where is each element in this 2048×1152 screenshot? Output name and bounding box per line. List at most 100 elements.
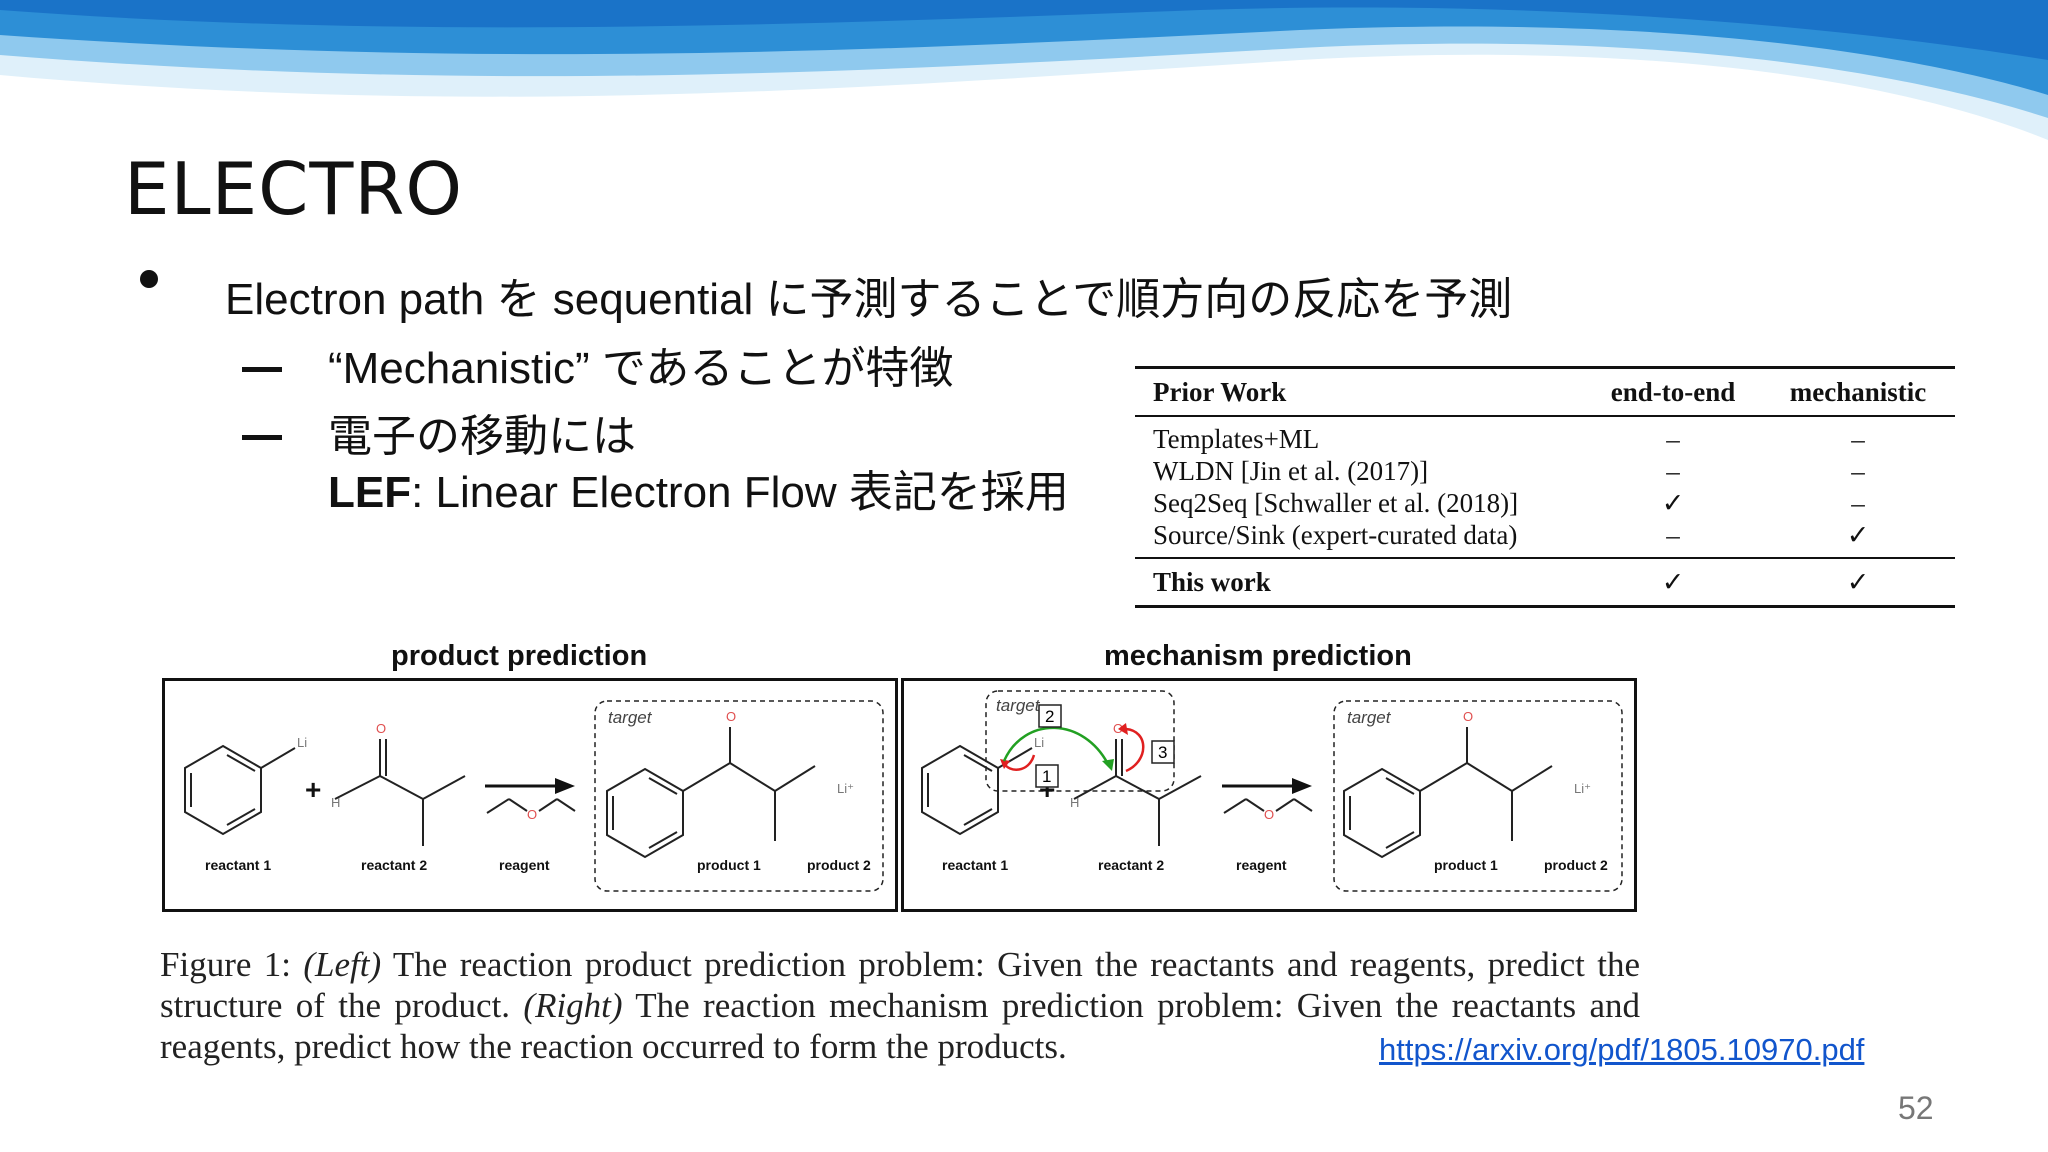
product-molecule — [1343, 727, 1553, 859]
label-reactant-1: reactant 1 — [942, 857, 1009, 873]
product-molecule — [606, 727, 816, 859]
label-product-2: product 2 — [807, 857, 871, 873]
benzene-ring-reactant — [184, 744, 296, 836]
step-3-box — [1151, 740, 1175, 764]
lef-rest: : Linear Electron Flow 表記を採用 — [411, 468, 1069, 517]
table-header-rule — [1135, 415, 1955, 417]
sub-bullet-lef: LEF: Linear Electron Flow 表記を採用 — [328, 465, 1069, 521]
table-footer-row: This work ✓ ✓ — [1135, 559, 1955, 605]
header-end-to-end: end-to-end — [1610, 376, 1736, 407]
ketone-reactant — [1073, 739, 1202, 846]
product-prediction-drawing: Li + O H O target — [184, 700, 884, 892]
table-row: Templates+ML – – — [1135, 423, 1955, 455]
table-bottom-rule — [1135, 605, 1955, 608]
header-prior-work: Prior Work — [1153, 376, 1287, 407]
o-atom: O — [376, 721, 386, 736]
caption-right-text: The reaction mechanism prediction proble… — [160, 986, 1641, 1066]
label-reactant-2: reactant 2 — [1098, 857, 1165, 873]
electron-arrow-red-2 — [1125, 727, 1145, 773]
header-mechanistic: mechanistic — [1789, 376, 1927, 407]
figure-caption: Figure 1: (Left) The reaction product pr… — [160, 944, 1640, 1067]
electron-arrow-green — [1002, 726, 1111, 767]
o-atom: O — [527, 807, 537, 822]
ketone-reactant — [334, 739, 466, 846]
bullet-dot — [140, 270, 158, 288]
footer-work: This work — [1153, 566, 1271, 597]
sub-bullet-dash — [242, 435, 282, 440]
row-work: Source/Sink (expert-curated data) — [1153, 519, 1518, 550]
table-footer-rule — [1135, 557, 1955, 559]
row-e2e: – — [1666, 423, 1680, 454]
mechanism-prediction-panel: target Li + O H 2 1 — [901, 678, 1637, 912]
li-plus-ion: Li⁺ — [1574, 781, 1591, 796]
caption-left-text: The reaction product prediction problem:… — [160, 945, 1640, 1025]
o-atom: O — [1113, 721, 1123, 736]
mechanism-prediction-drawing: target Li + O H 2 1 — [921, 690, 1623, 892]
lef-bold: LEF — [328, 468, 412, 517]
step-1-box — [1035, 764, 1059, 788]
table-row: Source/Sink (expert-curated data) – ✓ — [1135, 519, 1955, 551]
row-e2e: – — [1666, 519, 1680, 550]
ether-reagent — [1223, 798, 1313, 814]
caption-left-tag: (Left) — [303, 945, 382, 984]
sub-bullet-mechanistic: “Mechanistic” であることが特徴 — [328, 344, 954, 393]
table-body: Templates+ML – – WLDN [Jin et al. (2017)… — [1135, 417, 1955, 557]
h-atom: H — [331, 795, 340, 810]
o-atom: O — [1264, 807, 1274, 822]
footer-mech: ✓ — [1846, 566, 1870, 597]
table-header-row: Prior Work end-to-end mechanistic — [1135, 369, 1955, 415]
target-label: target — [1347, 708, 1392, 727]
arrowhead-green — [1102, 759, 1114, 771]
row-mech: – — [1851, 423, 1865, 454]
mechanism-prediction-title: mechanism prediction — [1104, 640, 1412, 672]
benzene-ring-reactant — [921, 744, 1033, 836]
target-label: target — [996, 696, 1041, 715]
row-e2e: – — [1666, 455, 1680, 486]
prior-work-table: Prior Work end-to-end mechanistic Templa… — [1135, 366, 1955, 608]
step-2-number: 2 — [1045, 707, 1054, 726]
slide-title: ELECTRO — [124, 147, 464, 231]
label-reactant-1: reactant 1 — [205, 857, 272, 873]
arrowhead-red — [1000, 759, 1010, 769]
step-1-number: 1 — [1042, 767, 1051, 786]
row-work: WLDN [Jin et al. (2017)] — [1153, 455, 1429, 486]
label-product-1: product 1 — [697, 857, 761, 873]
reaction-arrow — [1222, 778, 1312, 794]
h-atom: H — [1070, 795, 1079, 810]
product-prediction-panel: Li + O H O target — [162, 678, 898, 912]
step-3-number: 3 — [1158, 743, 1167, 762]
reaction-arrow — [485, 778, 575, 794]
arxiv-link[interactable]: https://arxiv.org/pdf/1805.10970.pdf — [1379, 1032, 1865, 1067]
label-product-1: product 1 — [1434, 857, 1498, 873]
row-mech: ✓ — [1846, 519, 1870, 550]
plus-sign: + — [305, 774, 321, 805]
arrowhead-red-2 — [1118, 723, 1128, 735]
table-row: Seq2Seq [Schwaller et al. (2018)] ✓ – — [1135, 487, 1955, 519]
header-wave-decoration — [0, 0, 2048, 140]
footer-e2e: ✓ — [1661, 566, 1685, 597]
li-atom: Li — [297, 735, 307, 750]
o-atom: O — [726, 709, 736, 724]
target-label: target — [608, 708, 653, 727]
caption-figure-label: Figure 1: — [160, 945, 291, 984]
step-2-box — [1038, 704, 1062, 728]
li-plus-ion: Li⁺ — [837, 781, 854, 796]
label-reactant-2: reactant 2 — [361, 857, 428, 873]
label-reagent: reagent — [499, 857, 550, 873]
bullet-main-text: Electron path を sequential に予測することで順方向の反… — [225, 275, 1513, 324]
row-mech: – — [1851, 455, 1865, 486]
caption-right-tag: (Right) — [523, 986, 623, 1025]
table-row: WLDN [Jin et al. (2017)] – – — [1135, 455, 1955, 487]
page-number: 52 — [1898, 1090, 1934, 1126]
sub-bullet-electron-move: 電子の移動には — [328, 412, 636, 461]
sub-bullet-dash — [242, 367, 282, 372]
label-reagent: reagent — [1236, 857, 1287, 873]
table-top-rule — [1135, 366, 1955, 369]
row-mech: – — [1851, 487, 1865, 518]
label-product-2: product 2 — [1544, 857, 1608, 873]
li-atom: Li — [1034, 735, 1044, 750]
row-work: Templates+ML — [1153, 423, 1320, 454]
ether-reagent — [486, 798, 576, 814]
row-work: Seq2Seq [Schwaller et al. (2018)] — [1153, 487, 1519, 518]
row-e2e: ✓ — [1661, 487, 1685, 518]
